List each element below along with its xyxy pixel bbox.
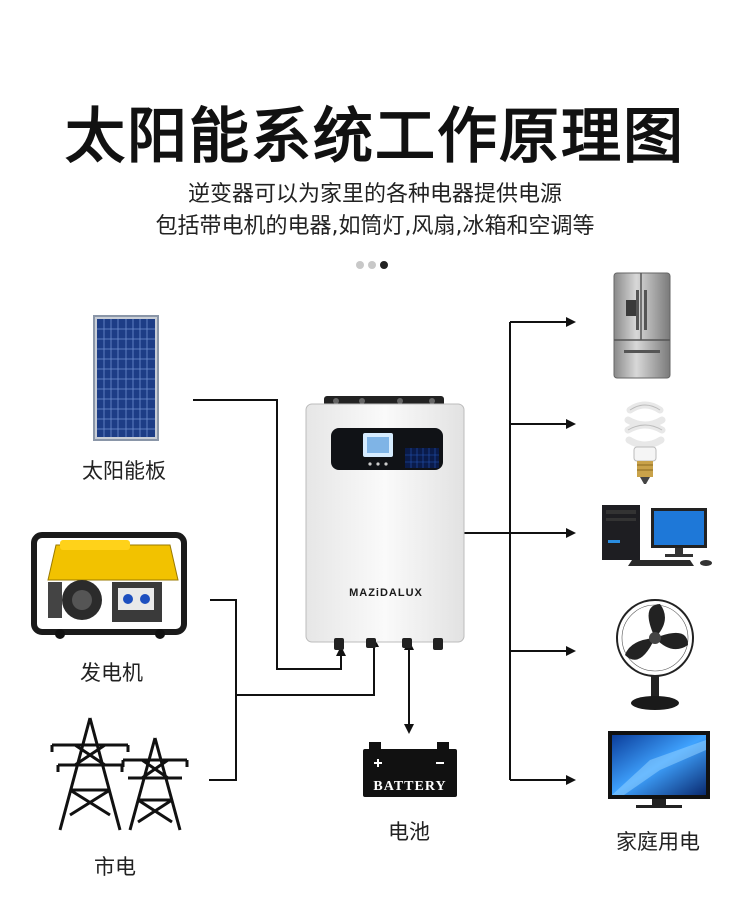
electric-fan-icon	[616, 599, 694, 710]
inverter-brand: MAZiDALUX	[349, 587, 423, 599]
pagination-dot-3-active[interactable]	[380, 261, 388, 269]
pagination-dot-2[interactable]	[368, 261, 376, 269]
power-tower-icon	[50, 717, 189, 831]
battery-label: 电池	[388, 820, 430, 844]
household-power-label: 家庭用电	[616, 830, 700, 854]
inverter-icon	[305, 396, 465, 650]
solar-panel-icon	[93, 315, 159, 441]
pagination-dots[interactable]	[356, 261, 388, 269]
subtitle-line-1: 逆变器可以为家里的各种电器提供电源	[187, 182, 562, 207]
battery-icon	[363, 742, 457, 797]
generator-icon	[31, 532, 187, 639]
connection-lines	[193, 317, 576, 785]
refrigerator-icon	[613, 272, 671, 379]
pagination-dot-1[interactable]	[356, 261, 364, 269]
desktop-computer-icon	[602, 505, 712, 566]
subtitle-line-2: 包括带电机的电器,如筒灯,风扇,冰箱和空调等	[155, 214, 595, 239]
cfl-bulb-icon	[624, 401, 666, 484]
grid-label: 市电	[94, 855, 136, 879]
television-icon	[608, 731, 710, 808]
battery-text: BATTERY	[373, 779, 446, 794]
solar-label: 太阳能板	[82, 459, 166, 483]
generator-label: 发电机	[80, 661, 143, 685]
page-title: 太阳能系统工作原理图	[65, 102, 685, 172]
